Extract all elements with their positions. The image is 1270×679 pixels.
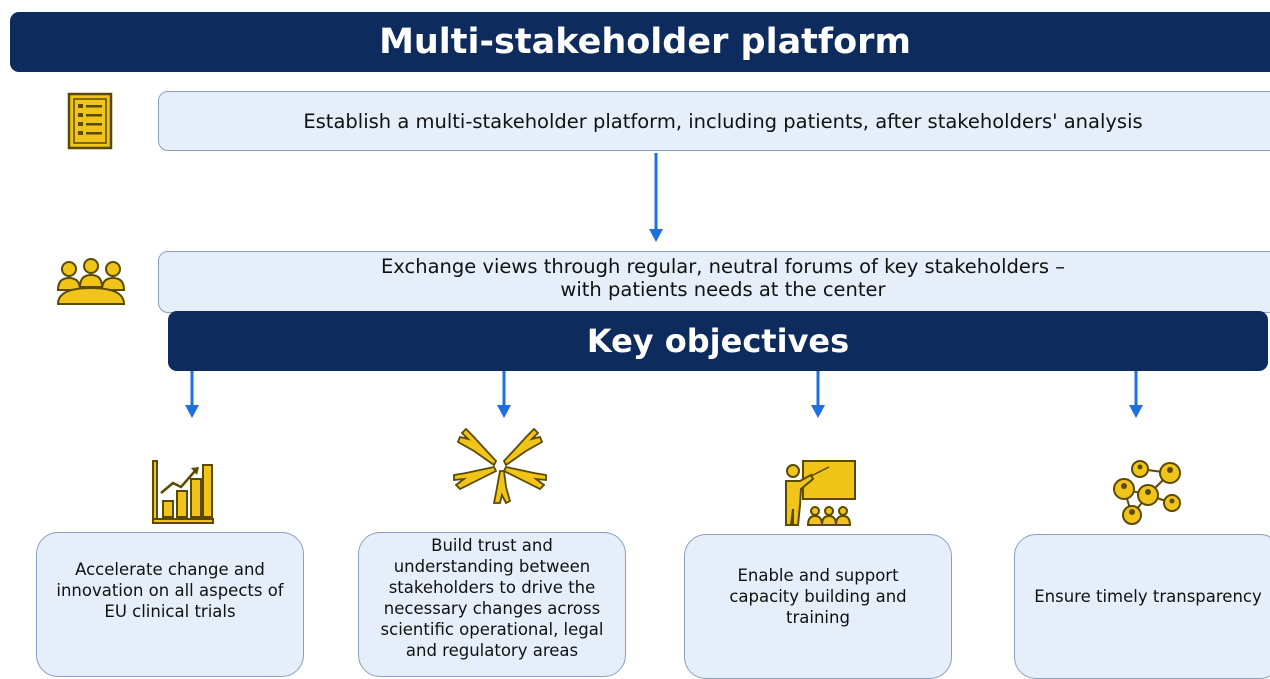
checklist-icon xyxy=(67,92,113,150)
page-title: Multi-stakeholder platform xyxy=(10,12,1270,72)
network-people-icon xyxy=(1113,460,1181,525)
objective-build-trust: Build trust and understanding between st… xyxy=(358,532,626,677)
step-exchange-views-line1: Exchange views through regular, neutral … xyxy=(380,255,1065,278)
step-establish-platform-text: Establish a multi-stakeholder platform, … xyxy=(303,109,1143,133)
objective-text: Accelerate change and innovation on all … xyxy=(56,560,284,621)
objective-text: Enable and support capacity building and… xyxy=(729,566,907,627)
step-exchange-views: Exchange views through regular, neutral … xyxy=(158,251,1270,313)
key-objectives-banner: Key objectives xyxy=(168,311,1268,371)
objective-text: Build trust and understanding between st… xyxy=(380,536,604,660)
down-arrow-icon xyxy=(811,371,825,418)
teacher-presentation-icon xyxy=(785,460,856,526)
objective-capacity-building: Enable and support capacity building and… xyxy=(684,534,952,679)
objective-accelerate-change: Accelerate change and innovation on all … xyxy=(36,532,304,677)
step-exchange-views-line2: with patients needs at the center xyxy=(560,278,886,301)
objective-transparency: Ensure timely transparency xyxy=(1014,534,1270,679)
meeting-group-icon xyxy=(56,258,126,305)
growth-chart-icon xyxy=(152,460,214,524)
down-arrow-icon xyxy=(649,153,663,242)
down-arrow-icon xyxy=(1129,371,1143,418)
objective-text: Ensure timely transparency xyxy=(1034,587,1262,606)
joined-hands-icon xyxy=(453,427,547,505)
step-establish-platform: Establish a multi-stakeholder platform, … xyxy=(158,91,1270,151)
down-arrow-icon xyxy=(497,371,511,418)
down-arrow-icon xyxy=(185,371,199,418)
